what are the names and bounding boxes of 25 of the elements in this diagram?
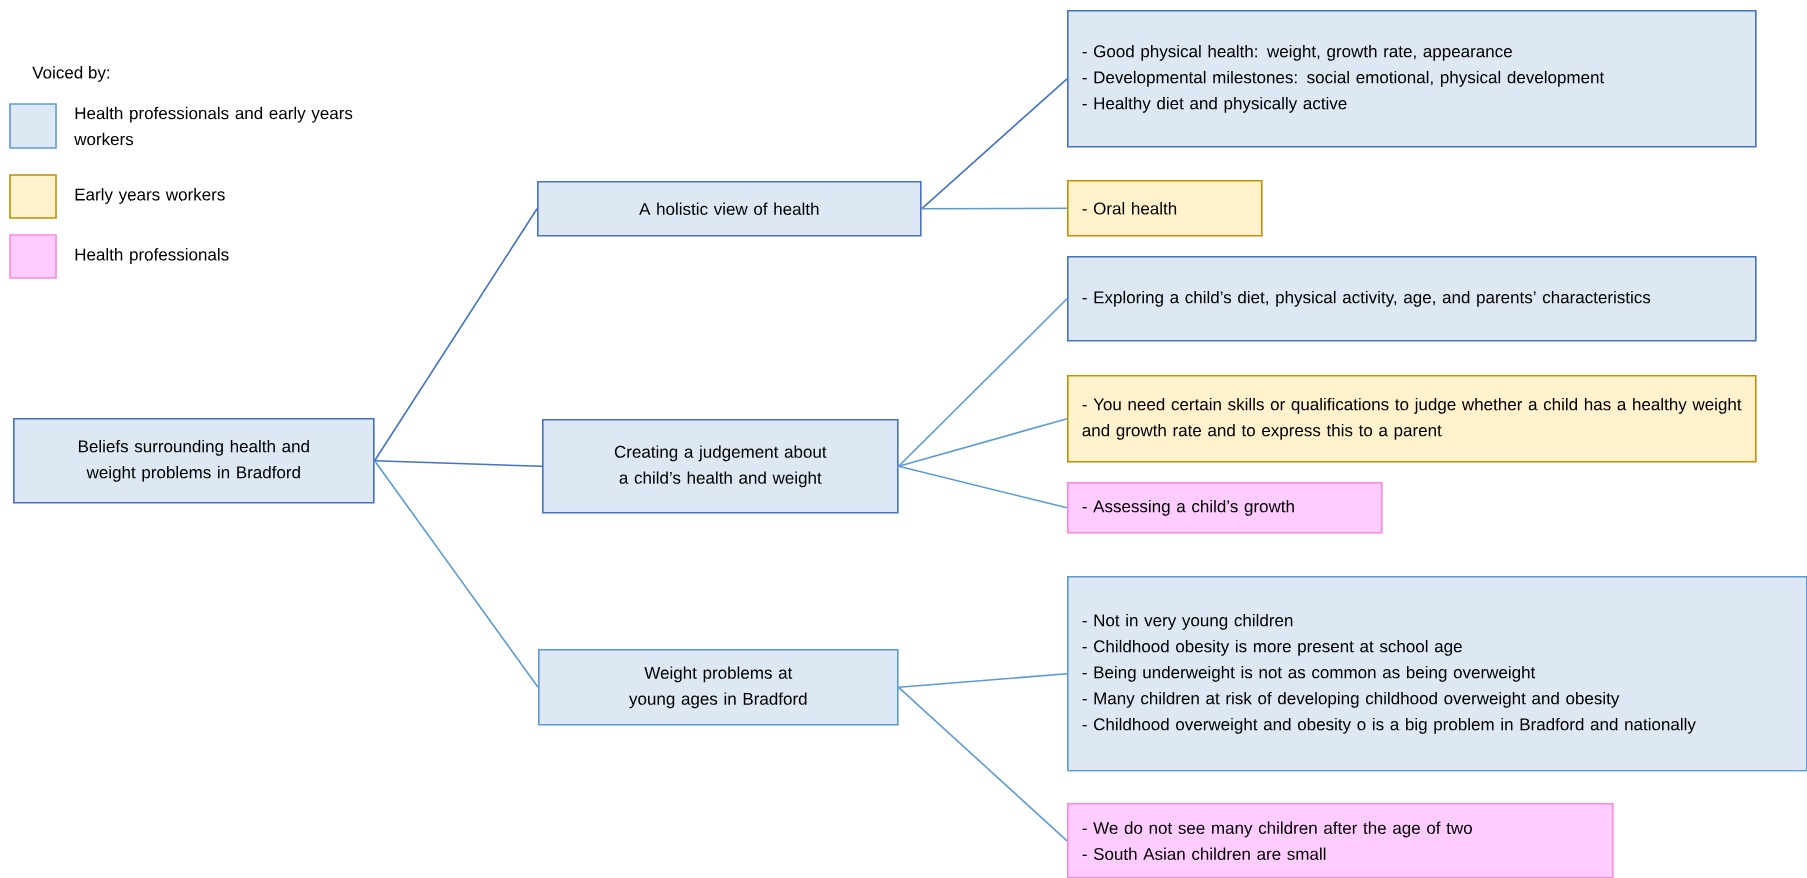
quote-box: - Exploring a child’s diet, physical activity, age, and parents’ characteristics (1067, 256, 1757, 342)
topic-box: Creating a judgement about a child’s health and weight (542, 419, 899, 514)
legend-heading: Voiced by: (32, 66, 110, 82)
connector-line (920, 78, 1068, 210)
quote-box: - Not in very young children - Childhood obesity is more present at school age - Being underweight is not as common as being overweight - Many children at risk of developing childhood overweight and obesity - Childhood overweight and obesity o is a big problem in Bradford and nationally (1067, 576, 1807, 772)
connector-line (897, 673, 1068, 689)
topic-box: A holistic view of health (537, 181, 922, 237)
quote-box: - We do not see many children after the age of two - South Asian children are small (1067, 803, 1614, 878)
topic-box: Weight problems at young ages in Bradford (538, 649, 899, 726)
theme-box: Beliefs surrounding health and weight problems in Bradford (13, 418, 375, 504)
connector-line (897, 465, 1068, 509)
connector-line (373, 460, 543, 468)
quote-box: - Good physical health: weight, growth rate, appearance - Developmental milestones: social emotional, physical development - Healthy diet and physically active (1067, 10, 1757, 148)
quote-box: - Oral health (1067, 180, 1263, 237)
legend-label: Health professionals (75, 248, 229, 264)
legend-label: Early years workers (75, 188, 225, 204)
connector-line (373, 208, 538, 462)
connector-line (897, 418, 1068, 468)
connector-line (373, 460, 539, 689)
legend-label: Health professionals and early years workers (74, 106, 353, 146)
connector-line (920, 207, 1068, 210)
quote-box: - Assessing a child’s growth (1067, 482, 1383, 534)
quote-box: - You need certain skills or qualifications to judge whether a child has a healthy weight and growth rate and to express this to a parent (1067, 375, 1757, 463)
connector-line (897, 686, 1068, 842)
connector-line (897, 298, 1068, 468)
